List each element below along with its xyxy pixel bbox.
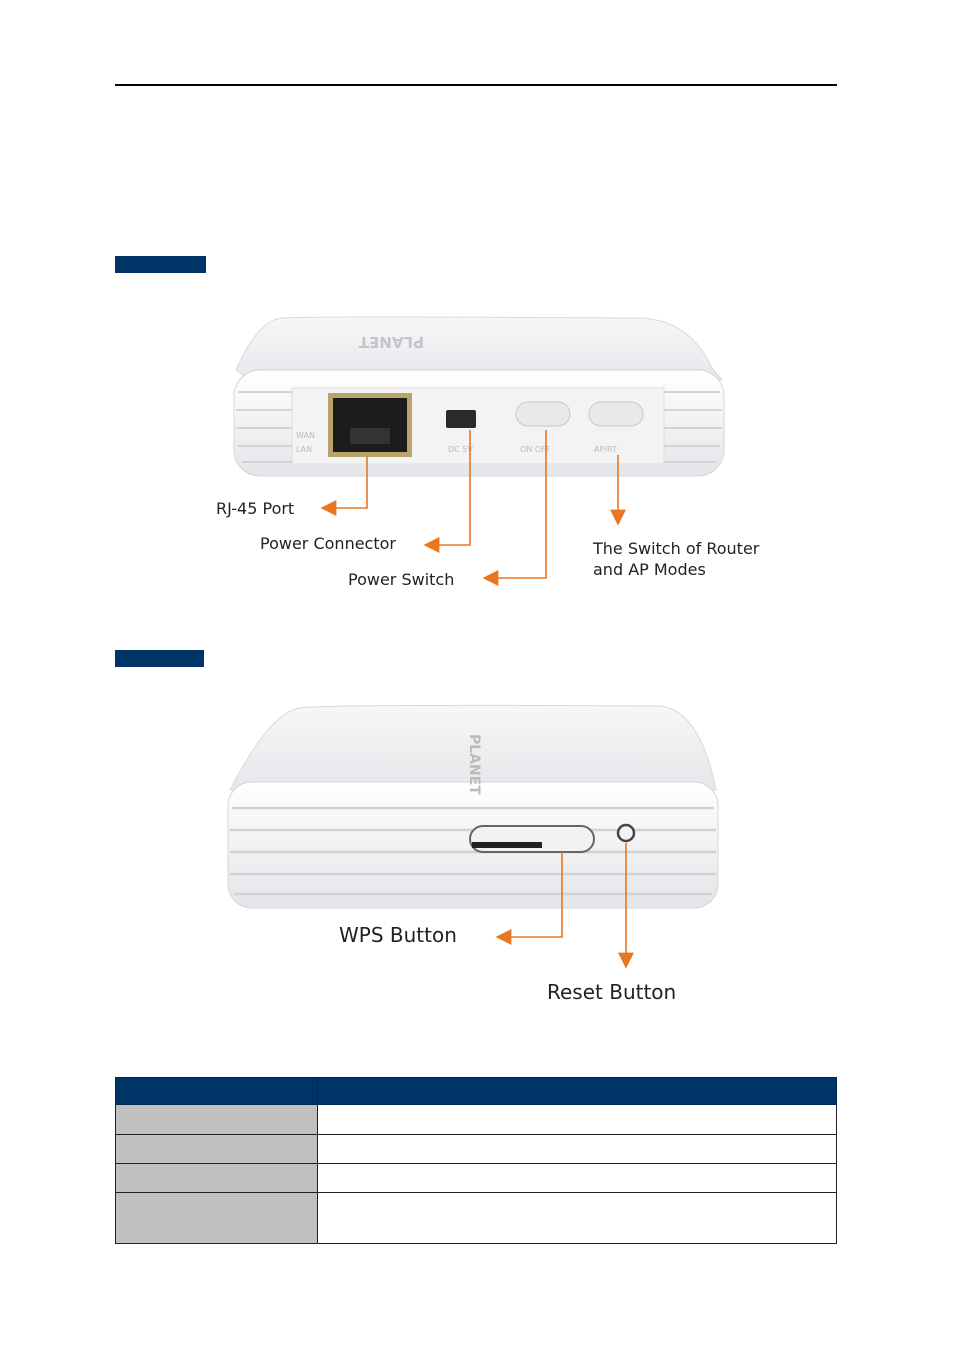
- table-row: [115, 1104, 837, 1135]
- table-value-cell: [317, 1104, 837, 1135]
- interface-spec-table: [115, 1077, 837, 1244]
- callout-power-connector: Power Connector: [260, 534, 396, 553]
- callout-rj45-port: RJ-45 Port: [216, 499, 295, 518]
- section-tag-side-panel: [115, 650, 204, 667]
- dc-label: DC 5V: [448, 445, 473, 454]
- lan-label: LAN: [296, 445, 312, 454]
- table-header-cell: [317, 1077, 837, 1105]
- brand-logo-side: PLANET: [466, 734, 482, 795]
- table-value-cell: [317, 1192, 837, 1244]
- wan-label: WAN: [296, 431, 315, 440]
- callout-reset-button: Reset Button: [547, 980, 677, 1004]
- table-row: [115, 1134, 837, 1164]
- side-device-image: PLANET: [227, 704, 719, 909]
- table-value-cell: [317, 1134, 837, 1164]
- table-value-cell: [317, 1163, 837, 1193]
- apbt-label: AP/RT: [594, 445, 617, 454]
- section-tag-front-panel: [115, 256, 206, 273]
- table-row: [115, 1192, 837, 1244]
- table-row: [115, 1163, 837, 1193]
- callout-wps-button: WPS Button: [339, 923, 457, 947]
- table-key-cell: [115, 1134, 318, 1164]
- brand-logo-front: PLANET: [358, 333, 424, 351]
- onoff-label: ON OFF: [520, 445, 551, 454]
- table-header-cell: [115, 1077, 318, 1105]
- callout-power-switch: Power Switch: [348, 570, 455, 589]
- table-key-cell: [115, 1192, 318, 1244]
- side-callout-lines: [495, 843, 634, 969]
- callout-mode-switch-line2: and AP Modes: [593, 560, 706, 579]
- front-device-image: WAN LAN DC 5V ON OFF AP/RT PLANET: [233, 316, 725, 477]
- table-header-row: [115, 1077, 837, 1105]
- front-callout-lines: [320, 430, 626, 586]
- table-key-cell: [115, 1104, 318, 1135]
- table-key-cell: [115, 1163, 318, 1193]
- header-rule: [115, 84, 837, 86]
- callout-mode-switch-line1: The Switch of Router: [593, 539, 760, 558]
